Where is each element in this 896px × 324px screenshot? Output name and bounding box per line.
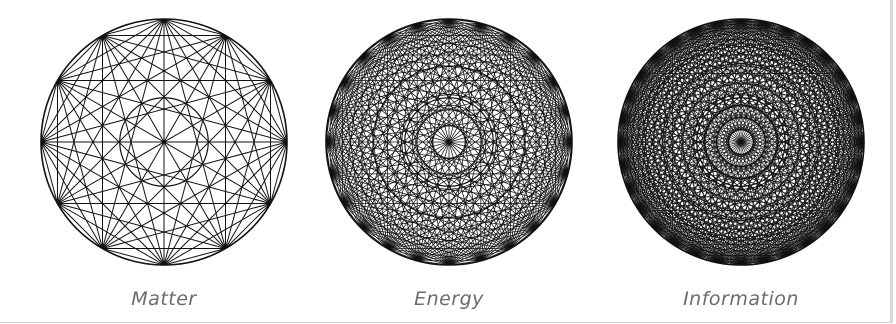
matter-chord — [103, 35, 271, 203]
matter-chord — [103, 19, 165, 35]
matter-chord — [164, 19, 226, 35]
energy-chord — [417, 204, 555, 261]
matter-chords — [41, 19, 287, 265]
information-figure: Information — [611, 12, 871, 312]
matter-chord — [57, 204, 164, 266]
matter-chord — [41, 142, 226, 249]
energy-caption: Energy — [319, 288, 579, 310]
energy-chord — [417, 23, 555, 80]
information-circle-diagram — [611, 12, 871, 272]
matter-chord — [271, 81, 287, 143]
matter-chord — [57, 81, 164, 266]
matter-chord — [164, 249, 226, 265]
matter-chord — [103, 249, 165, 265]
matter-chord — [103, 35, 288, 142]
matter-chord — [103, 35, 271, 80]
matter-figure: Matter — [34, 12, 294, 312]
matter-chord — [57, 35, 102, 203]
matter-chord — [41, 142, 103, 249]
matter-chord — [103, 81, 271, 249]
energy-chord — [342, 23, 480, 80]
energy-chords — [326, 19, 572, 265]
energy-figure: Energy — [319, 12, 579, 312]
energy-chord — [342, 204, 480, 261]
energy-chord — [511, 35, 568, 173]
matter-chord — [41, 142, 57, 204]
matter-chord — [271, 142, 287, 204]
information-chords — [618, 19, 864, 265]
matter-chord — [41, 81, 57, 143]
energy-circle-diagram — [319, 12, 579, 272]
matter-caption: Matter — [34, 288, 294, 310]
matter-chord — [41, 35, 103, 142]
matter-circle-diagram — [34, 12, 294, 272]
energy-chord — [511, 110, 568, 248]
matter-chord — [57, 35, 225, 203]
matter-chord — [57, 81, 225, 249]
energy-chord — [330, 35, 387, 173]
information-caption: Information — [611, 288, 871, 310]
matter-chord — [57, 81, 102, 249]
energy-chord — [330, 110, 387, 248]
